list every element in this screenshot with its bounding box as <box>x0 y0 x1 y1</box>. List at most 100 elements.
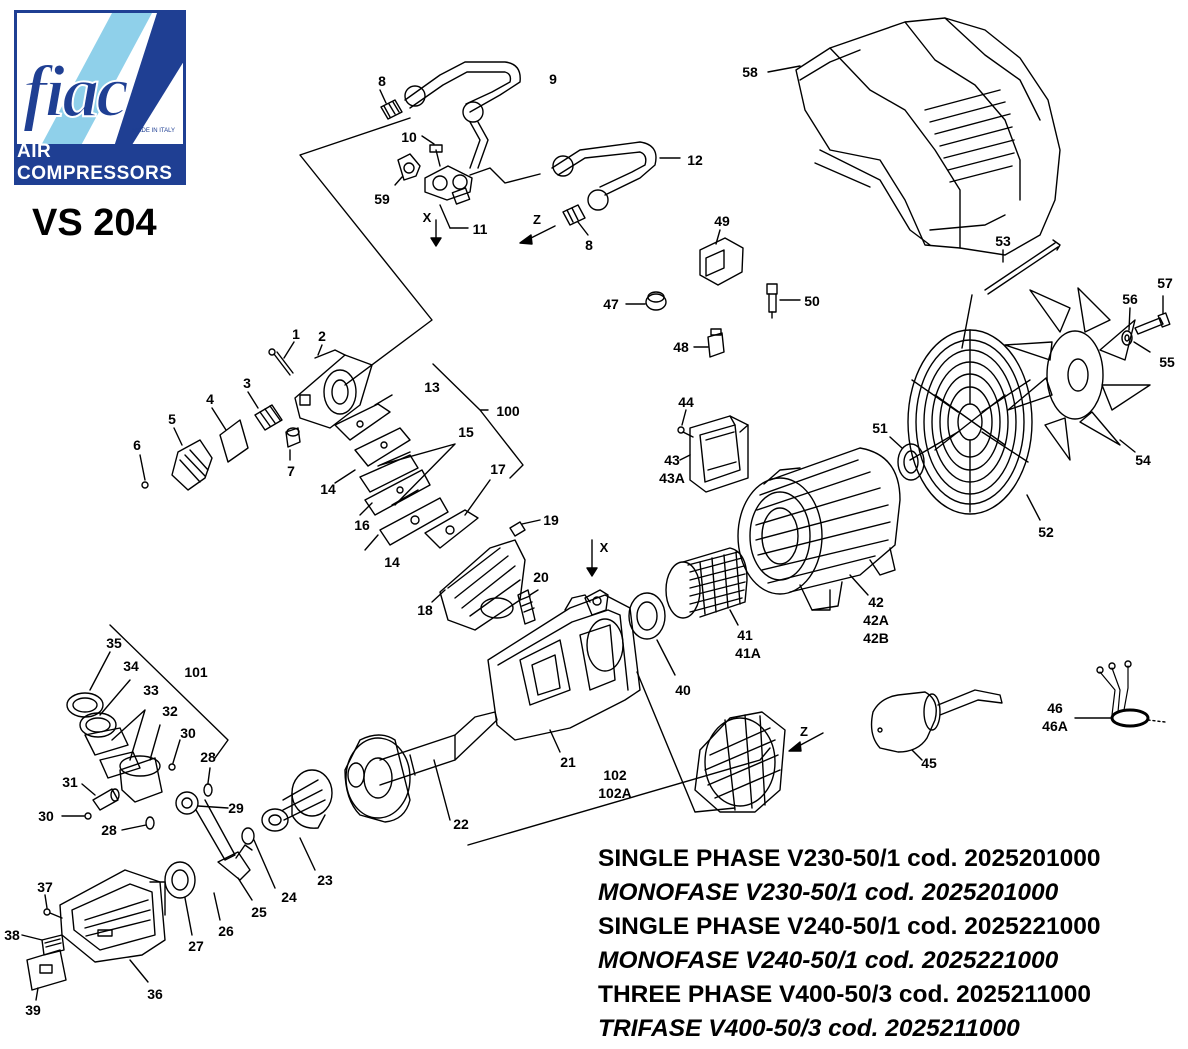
cable-46-part <box>1096 660 1166 728</box>
tie-rod-53-part <box>984 239 1061 295</box>
callout-44: 44 <box>678 394 694 410</box>
logo-tagline-bar: AIR COMPRESSORS <box>17 141 183 184</box>
fitting-59-part <box>397 153 421 181</box>
callout-43: 43 <box>664 452 680 468</box>
code-line-5: THREE PHASE V400-50/3 cod. 2025211000 <box>598 981 1092 1008</box>
callout-8: 8 <box>378 73 386 89</box>
gasket-14-part <box>359 454 449 546</box>
callout-36: 36 <box>147 986 163 1002</box>
callout-labels: 8 9 10 59 11 12 8 X Z 49 47 48 50 58 53 … <box>4 64 1175 1018</box>
callout-27: 27 <box>188 938 204 954</box>
callout-4: 4 <box>206 391 214 407</box>
stator-41-part <box>665 547 748 619</box>
leader-20 <box>529 589 539 596</box>
x-label-top: X <box>423 210 432 225</box>
piston-pin-31-part <box>92 788 120 811</box>
fitting-47-part <box>645 291 667 311</box>
callout-46a: 46A <box>1042 718 1068 734</box>
callout-28: 28 <box>200 749 216 765</box>
head-cover-36-part <box>59 869 166 963</box>
code-line-6: TRIFASE V400-50/3 cod. 2025211000 <box>598 1015 1020 1042</box>
valve-plate-part <box>354 427 431 516</box>
leader-38 <box>21 934 43 941</box>
leader-26 <box>213 892 221 921</box>
plate-4-part <box>219 419 249 463</box>
bearing-40-part <box>628 592 666 640</box>
crankcase-21-part <box>487 589 641 741</box>
callout-42: 42 <box>868 594 884 610</box>
bearing-51-part <box>897 443 925 481</box>
valve-7-part <box>285 427 301 448</box>
callout-29: 29 <box>228 800 244 816</box>
callout-100: 100 <box>496 403 520 419</box>
callout-19: 19 <box>543 512 559 528</box>
gasket-17-part <box>424 509 479 549</box>
terminal-box-43-part <box>689 415 749 493</box>
leader-36 <box>129 959 149 983</box>
callout-24: 24 <box>281 889 297 905</box>
screw-1-part <box>268 348 294 376</box>
screw-6-part <box>141 481 149 489</box>
label-38-part <box>41 934 65 956</box>
leaders-rings <box>89 651 161 761</box>
logo-small-print: MADE IN ITALY <box>132 128 175 134</box>
callout-56: 56 <box>1122 291 1138 307</box>
callout-9: 9 <box>549 71 557 87</box>
leader-21 <box>549 729 561 753</box>
fan-guard-part <box>907 329 1033 515</box>
callout-57: 57 <box>1157 275 1173 291</box>
leader-23 <box>299 837 316 871</box>
callout-11: 11 <box>473 221 488 237</box>
callout-8-right: 8 <box>585 237 593 253</box>
callout-12: 12 <box>687 152 703 168</box>
leader-53 <box>961 249 1004 349</box>
code-line-1: SINGLE PHASE V230-50/1 cod. 2025201000 <box>598 845 1101 872</box>
cylinder-18-part <box>439 539 526 631</box>
screw-44-part <box>677 426 694 438</box>
leader-29 <box>197 805 229 809</box>
nipple-8-top-part <box>380 99 403 120</box>
thermal-protector-50-part <box>766 283 778 319</box>
stud-20-part <box>517 589 536 625</box>
leader-54 <box>1119 439 1136 453</box>
callout-47: 47 <box>603 296 619 312</box>
callout-14: 14 <box>320 481 336 497</box>
callout-20: 20 <box>533 569 549 585</box>
callout-13: 13 <box>424 379 440 395</box>
leader-37 <box>44 894 48 909</box>
bracket-100 <box>432 363 524 479</box>
leader-17 <box>464 479 491 516</box>
callout-15: 15 <box>458 424 474 440</box>
leader-22 <box>433 759 451 821</box>
leader-51 <box>889 436 903 449</box>
tee-fitting-11-part <box>424 144 473 205</box>
callout-59: 59 <box>374 191 390 207</box>
filter-5-part <box>171 439 213 491</box>
callout-33: 33 <box>143 682 159 698</box>
callout-54: 54 <box>1135 452 1151 468</box>
model-title: VS 204 <box>32 202 157 244</box>
callout-1: 1 <box>292 326 300 342</box>
logo-stripes <box>37 13 183 153</box>
leader-2 <box>317 344 323 356</box>
leader-28b <box>121 824 147 831</box>
bracket-101 <box>109 624 229 759</box>
callout-23: 23 <box>317 872 333 888</box>
leader-49 <box>715 229 721 245</box>
callout-40: 40 <box>675 682 691 698</box>
callout-26: 26 <box>218 923 234 939</box>
callout-6: 6 <box>133 437 141 453</box>
leader-58 <box>767 65 801 73</box>
logo-tagline: AIR COMPRESSORS <box>17 141 173 184</box>
washer-24-part <box>241 827 255 845</box>
washer-56-part <box>1121 330 1133 346</box>
piston-rings-part <box>66 692 163 803</box>
end-shield-102-part <box>694 711 786 813</box>
callout-35: 35 <box>106 635 122 651</box>
callout-48: 48 <box>673 339 689 355</box>
callout-43a: 43A <box>659 470 685 486</box>
callout-5: 5 <box>168 411 176 427</box>
callout-101: 101 <box>184 664 208 680</box>
callout-45: 45 <box>921 755 937 771</box>
bearing-27-part <box>164 861 196 899</box>
